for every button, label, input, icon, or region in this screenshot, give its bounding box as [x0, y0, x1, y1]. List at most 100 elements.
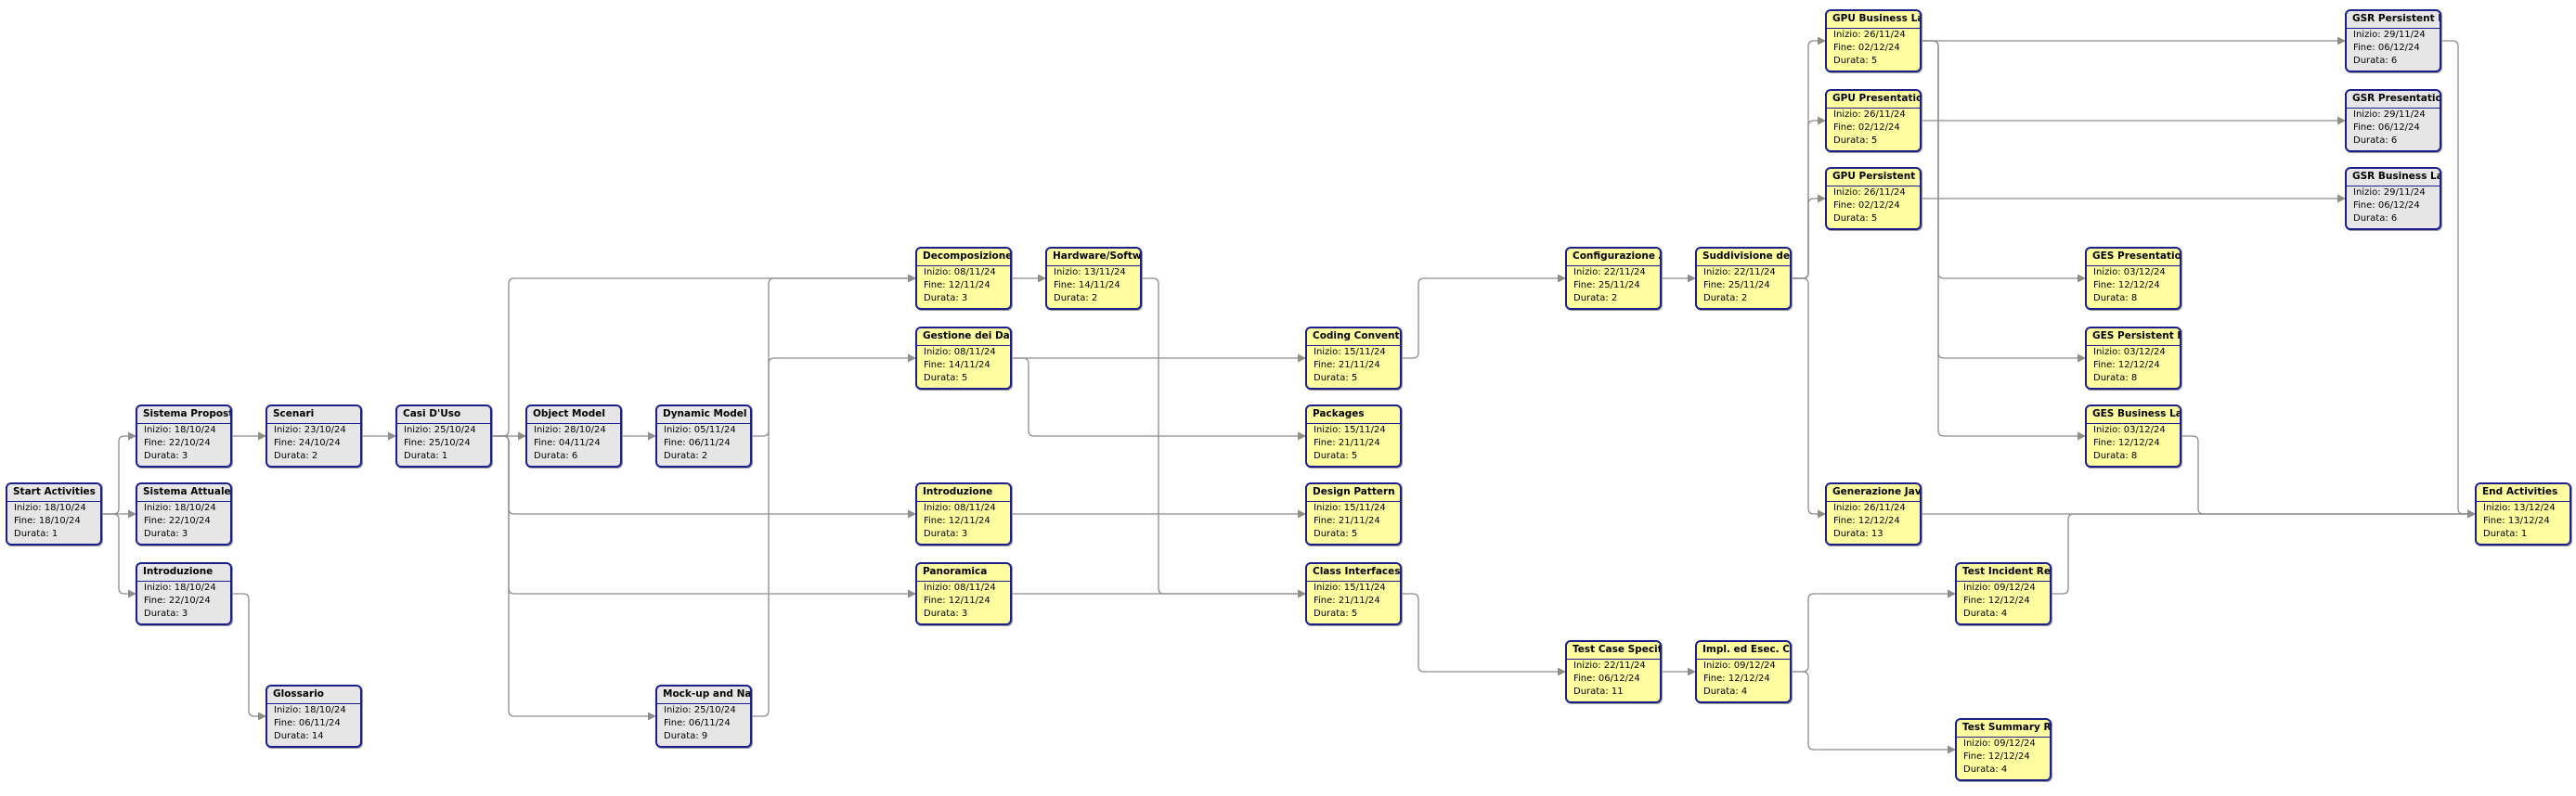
- activity-end-date-label: Fine:: [1833, 200, 1858, 211]
- activity-node-tir[interactable]: Test Incident Repo.Inizio: 09/12/24Fine:…: [1955, 562, 2052, 625]
- activity-duration-label: Durata:: [144, 609, 182, 619]
- activity-end-date: Fine: 21/11/24: [1307, 359, 1400, 372]
- activity-end-date: Fine: 12/12/24: [1697, 673, 1790, 686]
- activity-start-date-label: Inizio:: [1833, 187, 1864, 198]
- activity-node-gsrp[interactable]: GSR Presentation L.Inizio: 29/11/24Fine:…: [2345, 89, 2441, 152]
- activity-end-date-label: Fine:: [924, 516, 949, 526]
- activity-start-date-label: Inizio:: [1963, 738, 1994, 749]
- activity-end-date: Fine: 21/11/24: [1307, 595, 1400, 608]
- activity-node-gpub[interactable]: GPU Business LayerInizio: 26/11/24Fine: …: [1825, 9, 1922, 72]
- activity-duration: Durata: 6: [2347, 55, 2440, 68]
- activity-duration-value: 5: [1871, 213, 1878, 224]
- activity-title: Test Incident Repo.: [1957, 564, 2050, 582]
- activity-title: GES Persistent Lay.: [2087, 328, 2180, 346]
- activity-start-date-value: 29/11/24: [2383, 30, 2426, 40]
- activity-end-date: Fine: 18/10/24: [7, 515, 100, 528]
- activity-node-impl[interactable]: Impl. ed Esec. Casi.Inizio: 09/12/24Fine…: [1695, 640, 1792, 703]
- activity-node-gen[interactable]: Generazione JavaD.Inizio: 26/11/24Fine: …: [1825, 482, 1922, 546]
- activity-end-date-label: Fine:: [2353, 122, 2378, 133]
- activity-duration-value: 3: [181, 529, 188, 539]
- activity-node-gesp[interactable]: GES Presentation L.Inizio: 03/12/24Fine:…: [2085, 247, 2181, 310]
- activity-node-tcs[interactable]: Test Case SpecificaInizio: 22/11/24Fine:…: [1565, 640, 1662, 703]
- activity-title: Object Model: [527, 406, 620, 424]
- activity-duration: Durata: 3: [917, 292, 1010, 305]
- activity-end-date-value: 06/11/24: [688, 718, 731, 728]
- activity-start-date-value: 18/10/24: [174, 583, 216, 593]
- activity-start-date: Inizio: 18/10/24: [137, 582, 230, 595]
- activity-title: Panoramica: [917, 564, 1010, 582]
- activity-title: Configurazione Am: [1567, 249, 1660, 266]
- activity-end-date: Fine: 25/10/24: [397, 437, 490, 450]
- activity-end-date: Fine: 24/10/24: [267, 437, 360, 450]
- activity-duration-label: Durata:: [2093, 293, 2131, 303]
- edge-gpub-to-gesp: [1922, 40, 2086, 283]
- activity-end-date-label: Fine:: [1703, 280, 1728, 290]
- activity-node-gesl[interactable]: GES Persistent Lay.Inizio: 03/12/24Fine:…: [2085, 327, 2181, 390]
- activity-title: Scenari: [267, 406, 360, 424]
- edge-gpub-to-gesl: [1922, 40, 2086, 363]
- activity-end-date: Fine: 06/12/24: [1567, 673, 1660, 686]
- activity-end-date: Fine: 13/12/24: [2477, 515, 2570, 528]
- activity-start-date-label: Inizio:: [2353, 109, 2384, 120]
- activity-duration-label: Durata:: [144, 529, 182, 539]
- activity-end-date-label: Fine:: [2483, 516, 2508, 526]
- activity-duration: Durata: 4: [1957, 764, 2050, 777]
- activity-title: GPU Presentation: [1827, 91, 1920, 109]
- activity-end-date: Fine: 12/12/24: [2087, 359, 2180, 372]
- activity-node-gest[interactable]: Gestione dei Dati P.Inizio: 08/11/24Fine…: [915, 327, 1012, 390]
- activity-start-date-label: Inizio:: [404, 425, 434, 435]
- activity-end-date-label: Fine:: [1314, 516, 1339, 526]
- activity-end-date: Fine: 02/12/24: [1827, 42, 1920, 55]
- activity-node-gsrl[interactable]: GSR Persistent Lay.Inizio: 29/11/24Fine:…: [2345, 9, 2441, 72]
- activity-start-date-label: Inizio:: [2093, 267, 2124, 277]
- activity-end-date: Fine: 06/12/24: [2347, 42, 2440, 55]
- activity-duration-label: Durata:: [1573, 293, 1612, 303]
- activity-duration-value: 8: [2130, 373, 2138, 383]
- activity-duration-value: 2: [701, 451, 708, 461]
- activity-start-date-label: Inizio:: [1573, 267, 1604, 277]
- activity-duration-label: Durata:: [924, 529, 962, 539]
- activity-title: GPU Persistent Lay.: [1827, 169, 1920, 186]
- activity-duration-label: Durata:: [924, 609, 962, 619]
- activity-node-gpul[interactable]: GPU Persistent Lay.Inizio: 26/11/24Fine:…: [1825, 167, 1922, 230]
- activity-end-date-value: 25/11/24: [1728, 280, 1770, 290]
- activity-duration-value: 14: [311, 731, 324, 741]
- activity-duration-label: Durata:: [1314, 373, 1352, 383]
- activity-node-gsrb[interactable]: GSR Business LayerInizio: 29/11/24Fine: …: [2345, 167, 2441, 230]
- activity-end-date: Fine: 22/10/24: [137, 595, 230, 608]
- activity-node-sudd[interactable]: Suddivisione dei P.Inizio: 22/11/24Fine:…: [1695, 247, 1792, 310]
- activity-start-date-label: Inizio:: [144, 503, 175, 513]
- activity-start-date: Inizio: 22/11/24: [1567, 266, 1660, 279]
- activity-duration-label: Durata:: [1833, 529, 1871, 539]
- activity-node-gesb[interactable]: GES Business LayerInizio: 03/12/24Fine: …: [2085, 404, 2181, 468]
- activity-duration: Durata: 4: [1957, 608, 2050, 621]
- activity-duration-label: Durata:: [664, 731, 702, 741]
- activity-duration: Durata: 5: [917, 372, 1010, 385]
- activity-duration-label: Durata:: [144, 451, 182, 461]
- activity-end-date-label: Fine:: [14, 516, 39, 526]
- activity-start-date-value: 18/10/24: [174, 503, 216, 513]
- edge-gesb-to-end: [2181, 435, 2476, 519]
